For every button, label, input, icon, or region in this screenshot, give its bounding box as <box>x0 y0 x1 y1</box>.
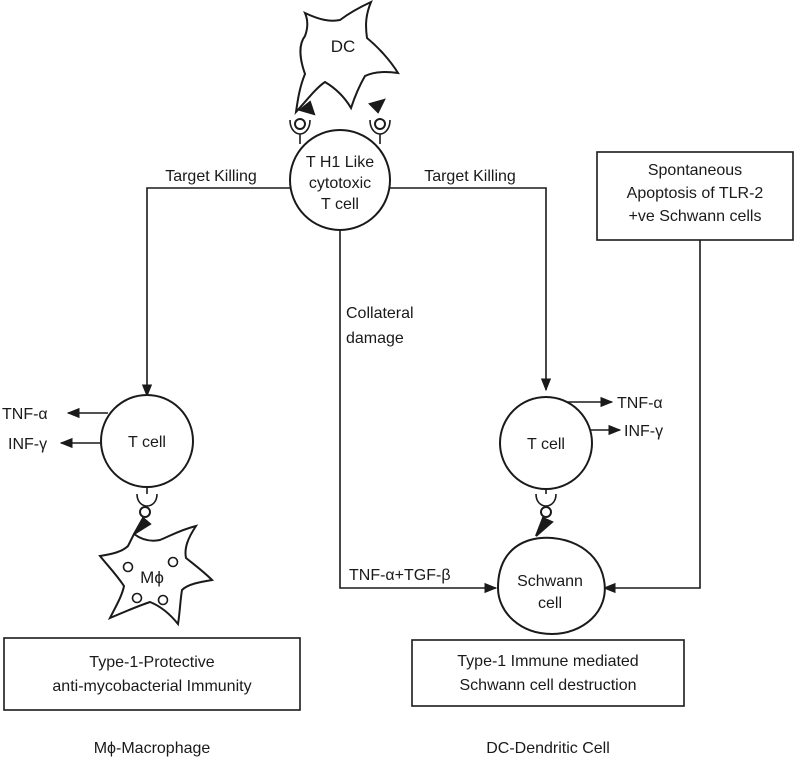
destruction-box <box>411 639 685 707</box>
protective-line2: anti-mycobacterial Immunity <box>52 678 251 695</box>
dc-label: DC <box>331 37 356 56</box>
right-tcr-ligand <box>540 506 552 518</box>
destruction-line1: Type-1 Immune mediated <box>457 653 638 670</box>
macrophage-shape <box>98 524 215 627</box>
schwann-cell <box>496 536 606 636</box>
protective-box <box>3 637 301 711</box>
th1-label-line1: T H1 Like <box>306 154 374 171</box>
destruction-line2: Schwann cell destruction <box>460 677 637 694</box>
legend-macrophage: Mϕ-Macrophage <box>94 740 211 757</box>
left-tnf-label: TNF-α <box>2 406 48 423</box>
macrophage-vesicle-2 <box>167 556 179 568</box>
dendritic-cell-shape <box>294 0 400 116</box>
left-tcr-ligand <box>139 506 151 518</box>
mhc-connector-right <box>368 98 386 114</box>
target-killing-right-arrow <box>390 187 552 392</box>
schwann-label-line2: cell <box>538 595 562 612</box>
macrophage-label: Mϕ <box>140 568 164 587</box>
right-tnf-label: TNF-α <box>617 395 663 412</box>
left-inf-label: INF-γ <box>8 436 47 453</box>
left-mhc <box>133 516 152 535</box>
mhc-connector-left <box>297 100 316 116</box>
target-killing-right-label: Target Killing <box>424 168 516 185</box>
tcr-ligand-left <box>294 118 306 130</box>
collateral-label-line1: Collateral <box>346 305 414 322</box>
apoptosis-arrow <box>602 240 701 594</box>
t-cell-right-label: T cell <box>527 436 565 453</box>
apoptosis-box <box>596 151 794 241</box>
tnf-tgf-label: TNF-α+TGF-β <box>349 567 451 584</box>
collateral-damage-arrow <box>339 230 498 594</box>
collateral-label-line2: damage <box>346 330 404 347</box>
schwann-label-line1: Schwann <box>517 573 583 590</box>
macrophage-vesicle-1 <box>122 561 134 573</box>
apoptosis-line2: Apoptosis of TLR-2 <box>627 185 764 202</box>
target-killing-left-arrow <box>141 187 290 398</box>
left-tcr-receptor <box>136 487 158 507</box>
tcr-ligand-right <box>374 118 386 130</box>
macrophage-vesicle-3 <box>131 592 143 604</box>
apoptosis-line1: Spontaneous <box>648 162 742 179</box>
tcr-receptor-right <box>369 119 391 144</box>
tcr-receptor-left <box>289 119 311 144</box>
th1-label-line2: cytotoxic <box>309 175 371 192</box>
right-tcr-receptor <box>535 489 557 507</box>
t-cell-left-label: T cell <box>128 434 166 451</box>
right-inf-label: INF-γ <box>624 423 663 440</box>
protective-line1: Type-1-Protective <box>89 654 214 671</box>
apoptosis-line3: +ve Schwann cells <box>629 208 762 225</box>
legend-dendritic: DC-Dendritic Cell <box>486 740 610 757</box>
macrophage-vesicle-4 <box>157 594 169 606</box>
target-killing-left-label: Target Killing <box>165 168 257 185</box>
right-mhc <box>535 516 554 537</box>
th1-label-line3: T cell <box>321 196 359 213</box>
